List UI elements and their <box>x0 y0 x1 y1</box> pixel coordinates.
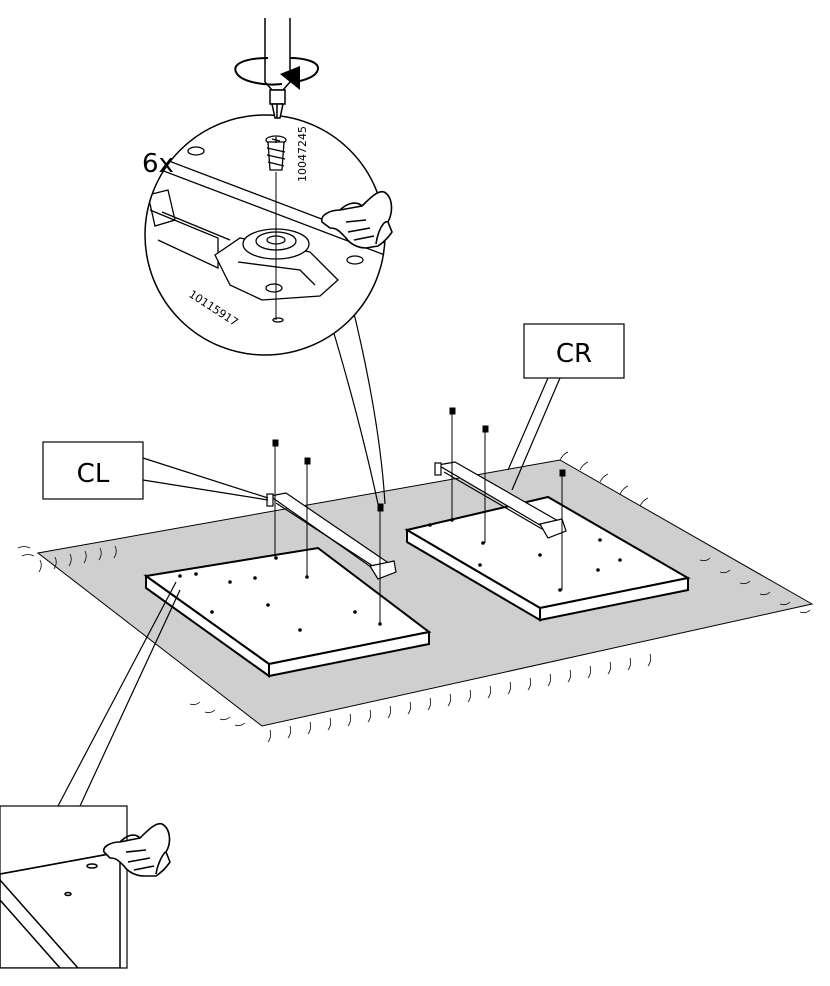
panel-cl <box>143 546 432 678</box>
pointing-hand-icon <box>102 822 171 877</box>
screw-icon <box>559 469 566 477</box>
screw-icon <box>377 503 384 512</box>
panel-cr <box>404 495 691 622</box>
screw-part-number: 10047245 <box>296 126 309 182</box>
screws-left <box>272 439 384 624</box>
rail-right <box>434 461 567 539</box>
screws-right <box>449 407 566 590</box>
quantity-label: 6x <box>142 149 174 179</box>
protective-mat <box>17 451 814 743</box>
screwdriver-icon <box>264 18 291 119</box>
pointing-hand-icon <box>320 190 393 249</box>
zoom-detail: 10115917 10047245 6x <box>142 114 386 356</box>
screw-icon <box>272 439 279 447</box>
callout-lines <box>57 304 561 807</box>
screw-icon <box>304 457 311 465</box>
screw-icon <box>265 135 287 171</box>
rail-left <box>266 492 397 580</box>
label-cr: CR <box>556 339 592 369</box>
corner-detail <box>0 805 171 969</box>
label-box-cr: CR <box>523 323 625 379</box>
label-box-cl: CL <box>42 441 144 500</box>
screw-icon <box>449 407 456 415</box>
panel-cr-holes <box>428 518 622 592</box>
screw-icon <box>482 425 489 433</box>
mat-fringe <box>17 451 811 743</box>
rotate-arrow-icon <box>234 57 320 90</box>
label-cl: CL <box>77 459 110 489</box>
panel-cl-holes <box>178 556 382 632</box>
